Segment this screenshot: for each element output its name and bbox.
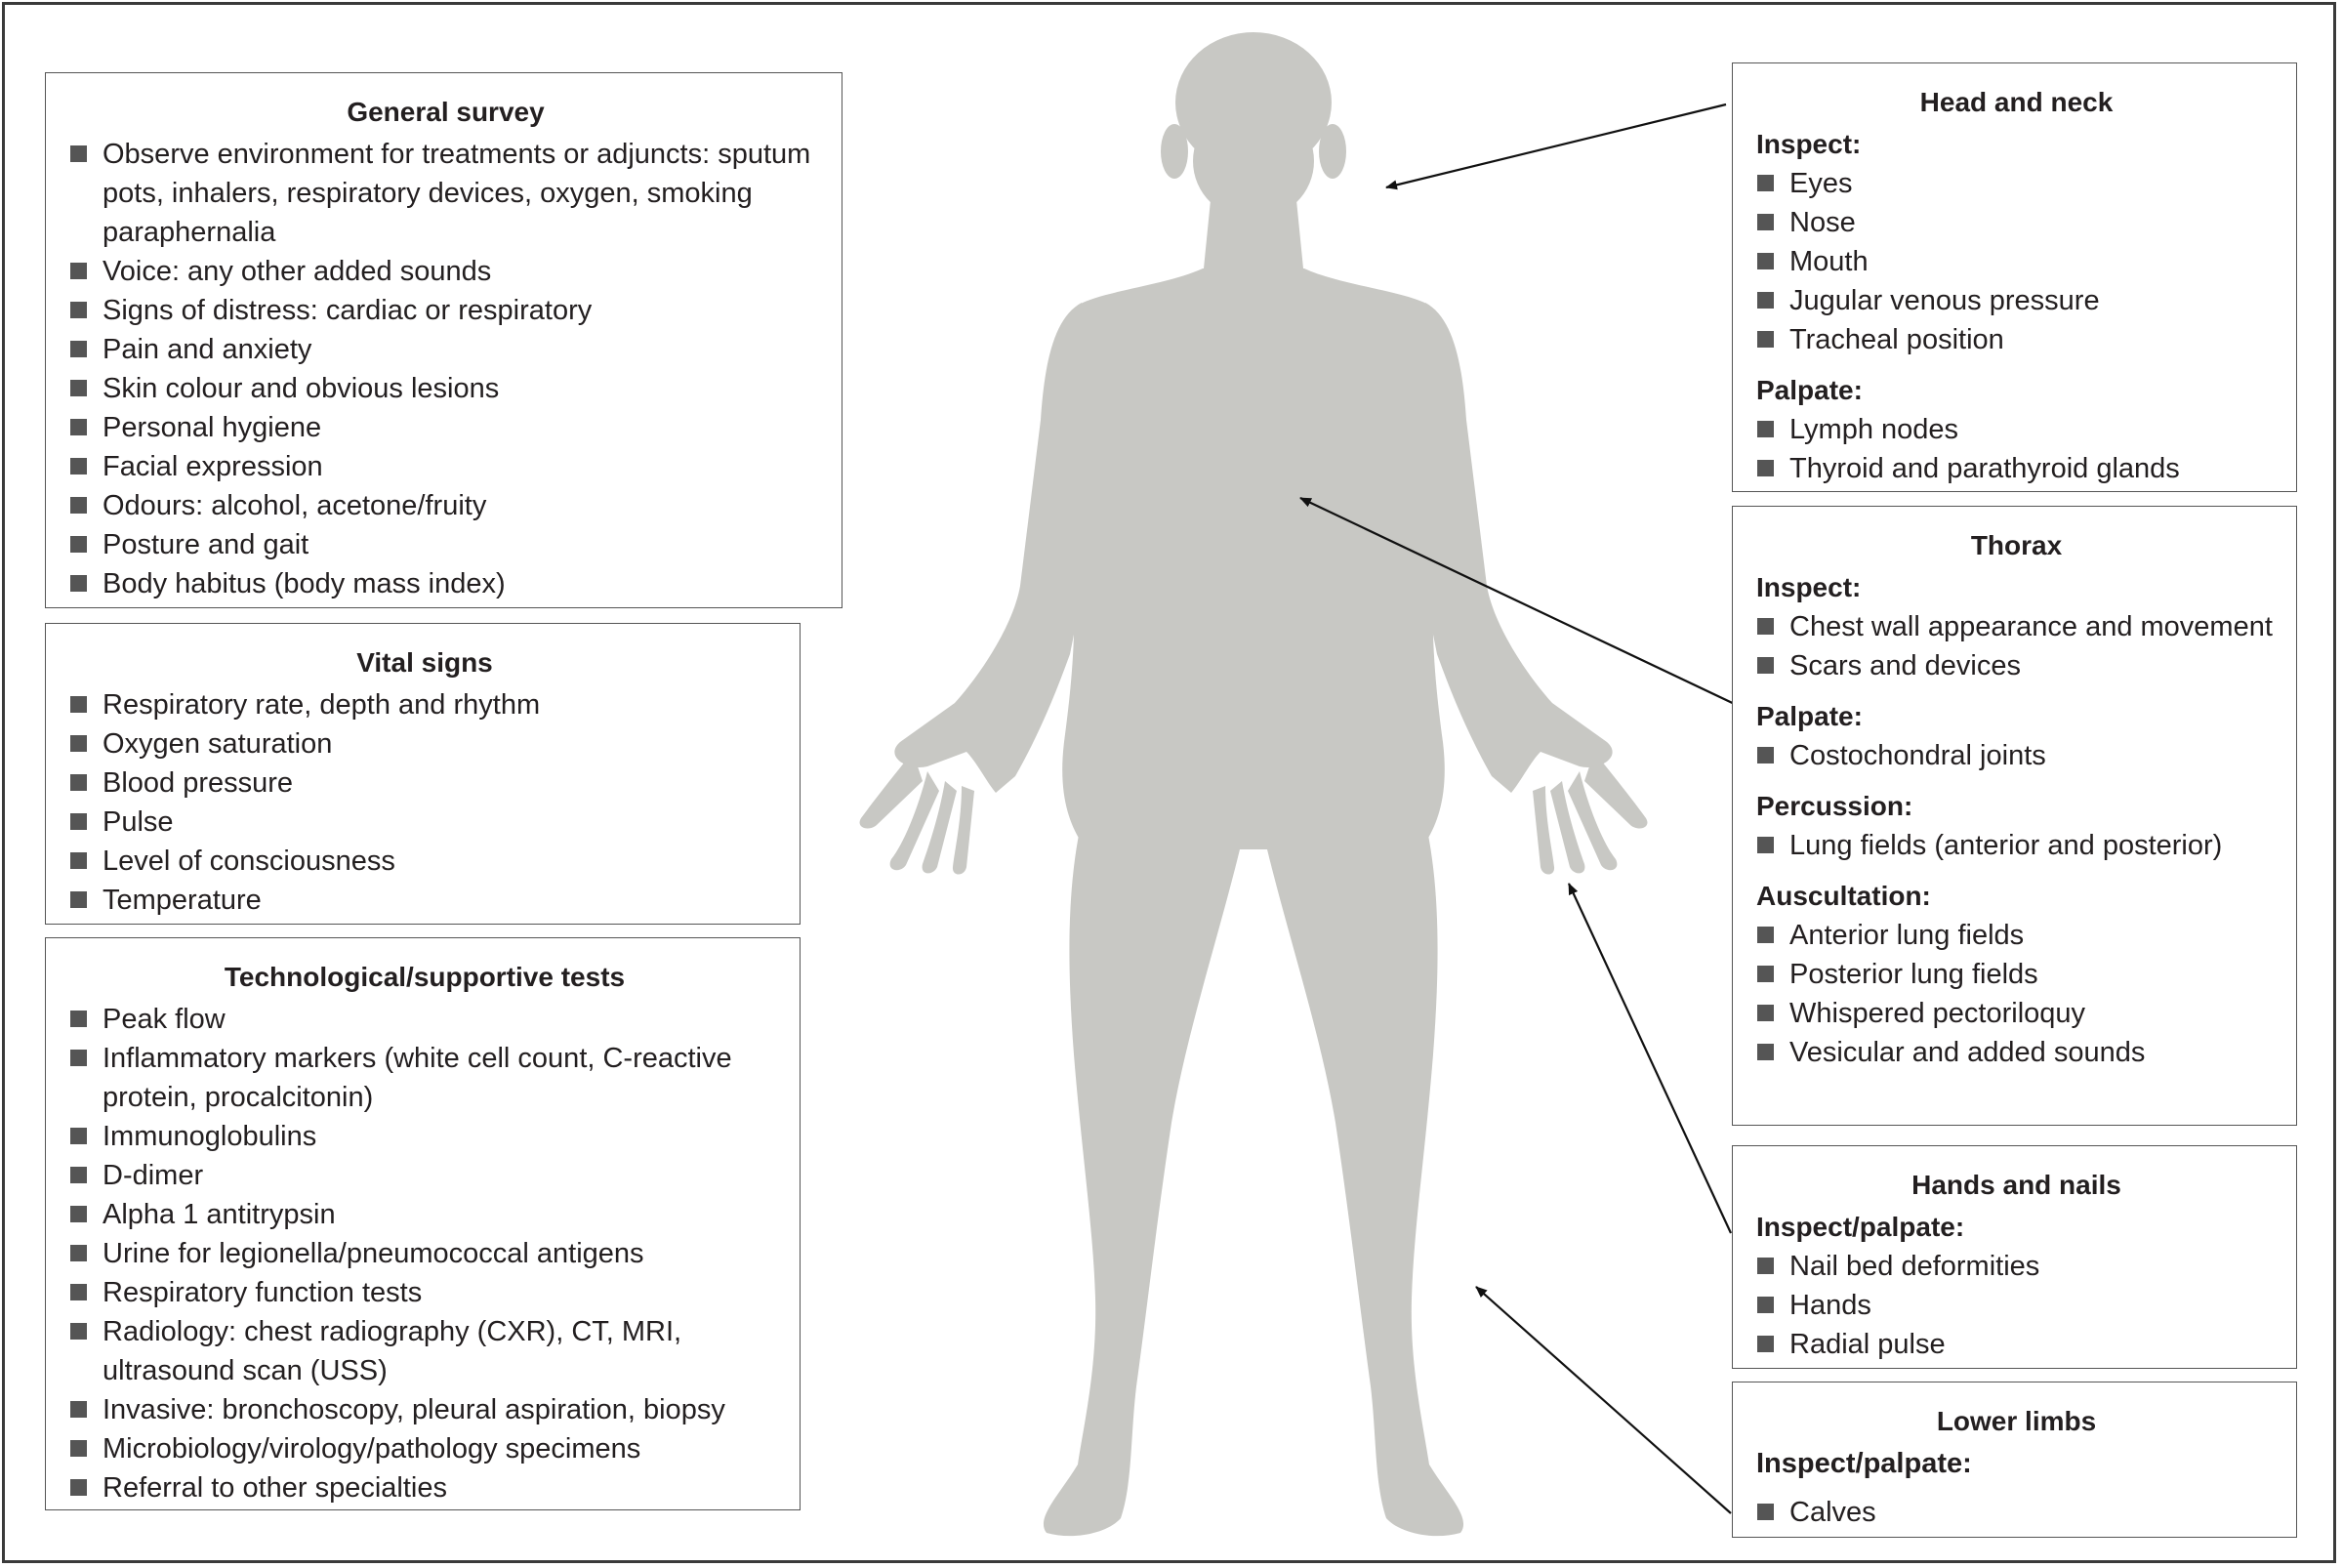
panel-title: Vital signs <box>356 647 493 678</box>
list-item: Blood pressure <box>69 763 780 803</box>
list-item: Inflammatory markers (white cell count, … <box>69 1039 780 1117</box>
group-label: Inspect/palpate: <box>1756 1448 1972 1480</box>
list-item: D-dimer <box>69 1156 780 1195</box>
list-item: Anterior lung fields <box>1756 916 2277 955</box>
group-label: Palpate: <box>1756 375 1863 406</box>
list-item: Lung fields (anterior and posterior) <box>1756 826 2277 865</box>
panel-title: Thorax <box>1970 530 2063 560</box>
list-item: Body habitus (body mass index) <box>69 564 822 603</box>
arrow-head-and-neck <box>1385 103 1727 190</box>
list-item: Posture and gait <box>69 525 822 564</box>
arrow-thorax <box>1299 497 1744 709</box>
group-label: Palpate: <box>1756 701 1863 732</box>
group-label: Percussion: <box>1756 791 1913 822</box>
list-item: Oxygen saturation <box>69 724 780 763</box>
list-item: Nose <box>1756 203 2277 242</box>
list-item: Jugular venous pressure <box>1756 281 2277 320</box>
group-label: Auscultation: <box>1756 881 1931 912</box>
head-and-neck-panel: Head and neck Inspect: Eyes Nose Mouth J… <box>1732 62 2297 492</box>
list-item: Pulse <box>69 803 780 842</box>
list-item: Eyes <box>1756 164 2277 203</box>
list-item: Radial pulse <box>1756 1325 2277 1364</box>
list-item: Personal hygiene <box>69 408 822 447</box>
thorax-panel: Thorax Inspect: Chest wall appearance an… <box>1732 506 2297 1126</box>
list-item: Alpha 1 antitrypsin <box>69 1195 780 1234</box>
list-item: Thyroid and parathyroid glands <box>1756 449 2277 488</box>
general-survey-panel: General survey Observe environment for t… <box>45 72 842 608</box>
list-item: Pain and anxiety <box>69 330 822 369</box>
list-item: Vesicular and added sounds <box>1756 1033 2277 1072</box>
list-item: Respiratory rate, depth and rhythm <box>69 685 780 724</box>
list-item: Urine for legionella/pneumococcal antige… <box>69 1234 780 1273</box>
list-item: Chest wall appearance and movement <box>1756 607 2277 646</box>
list-item: Skin colour and obvious lesions <box>69 369 822 408</box>
panel-title: General survey <box>347 97 545 127</box>
group-label: Inspect: <box>1756 129 1862 160</box>
list-item: Posterior lung fields <box>1756 955 2277 994</box>
panel-title: Hands and nails <box>1911 1170 2121 1200</box>
group-label: Inspect/palpate: <box>1756 1212 1965 1243</box>
arrow-hands-and-nails <box>1568 883 1732 1234</box>
list-item: Odours: alcohol, acetone/fruity <box>69 486 822 525</box>
lower-limbs-panel: Lower limbs Inspect/palpate: Calves <box>1732 1382 2297 1538</box>
list-item: Referral to other specialties <box>69 1468 780 1507</box>
technological-tests-panel: Technological/supportive tests Peak flow… <box>45 937 801 1510</box>
list-item: Immunoglobulins <box>69 1117 780 1156</box>
list-item: Whispered pectoriloquy <box>1756 994 2277 1033</box>
panel-title: Head and neck <box>1919 87 2114 117</box>
list-item: Hands <box>1756 1286 2277 1325</box>
list-item: Signs of distress: cardiac or respirator… <box>69 291 822 330</box>
list-item: Temperature <box>69 881 780 920</box>
list-item: Microbiology/virology/pathology specimen… <box>69 1429 780 1468</box>
list-item: Observe environment for treatments or ad… <box>69 135 822 252</box>
list-item: Tracheal position <box>1756 320 2277 359</box>
arrow-lower-limbs <box>1475 1286 1732 1514</box>
list-item: Peak flow <box>69 1000 780 1039</box>
list-item: Costochondral joints <box>1756 736 2277 775</box>
hands-and-nails-panel: Hands and nails Inspect/palpate: Nail be… <box>1732 1145 2297 1369</box>
silhouette-legs <box>1043 830 1464 1537</box>
vital-signs-panel: Vital signs Respiratory rate, depth and … <box>45 623 801 925</box>
list-item: Scars and devices <box>1756 646 2277 685</box>
list-item: Nail bed deformities <box>1756 1247 2277 1286</box>
list-item: Respiratory function tests <box>69 1273 780 1312</box>
silhouette-torso <box>1059 268 1448 840</box>
list-item: Radiology: chest radiography (CXR), CT, … <box>69 1312 780 1390</box>
panel-title: Lower limbs <box>1936 1406 2097 1436</box>
list-item: Lymph nodes <box>1756 410 2277 449</box>
group-label: Inspect: <box>1756 572 1862 603</box>
list-item: Level of consciousness <box>69 842 780 881</box>
list-item: Facial expression <box>69 447 822 486</box>
list-item: Mouth <box>1756 242 2277 281</box>
panel-title: Technological/supportive tests <box>224 962 626 992</box>
list-item: Voice: any other added sounds <box>69 252 822 291</box>
list-item: Invasive: bronchoscopy, pleural aspirati… <box>69 1390 780 1429</box>
list-item: Calves <box>1756 1493 2277 1532</box>
